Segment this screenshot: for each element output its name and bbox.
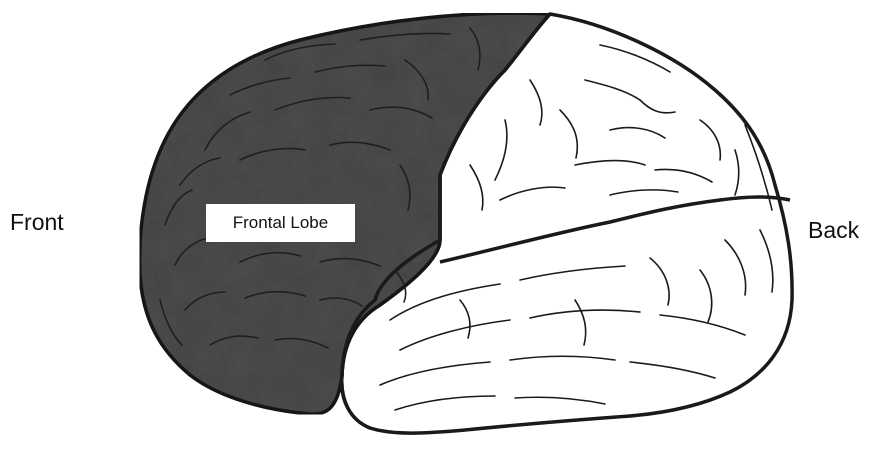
frontal-lobe-label: Frontal Lobe	[233, 213, 328, 233]
front-direction-label: Front	[10, 211, 64, 234]
back-direction-label: Back	[808, 219, 859, 242]
frontal-lobe-label-box: Frontal Lobe	[206, 204, 355, 242]
